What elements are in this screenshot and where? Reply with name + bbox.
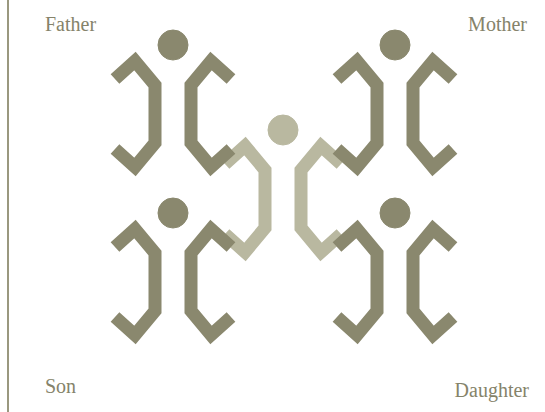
daughter-figure <box>337 198 453 335</box>
member-label: Father <box>45 12 96 36</box>
member-label: Daughter <box>455 378 529 402</box>
child-figure <box>225 115 341 252</box>
border-line <box>7 0 9 412</box>
member-label: Mother <box>468 12 527 36</box>
parent-figures <box>115 30 453 335</box>
member-label: Son <box>45 374 76 398</box>
mother-figure <box>337 30 453 167</box>
son-figure <box>115 198 231 335</box>
father-figure <box>115 30 231 167</box>
